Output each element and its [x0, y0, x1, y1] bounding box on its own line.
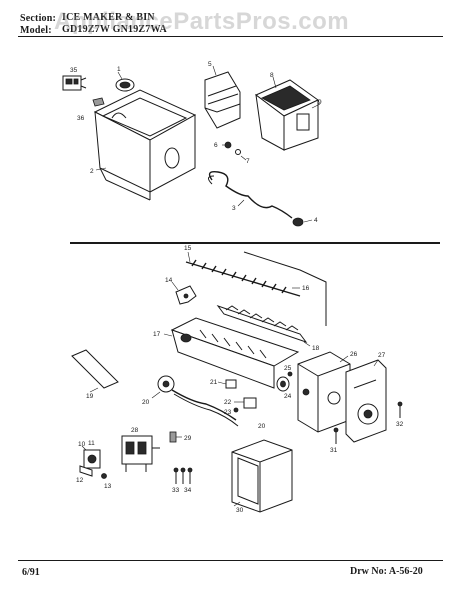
callout-3: 3	[232, 205, 236, 212]
callout-5: 5	[208, 61, 212, 68]
callout-12: 12	[76, 477, 84, 484]
callout-11: 11	[88, 440, 95, 447]
callout-28: 28	[131, 427, 139, 434]
part-28-water-valve	[121, 435, 160, 472]
callout-29: 29	[184, 435, 192, 442]
part-6-screw	[222, 141, 232, 149]
callout-36: 36	[77, 115, 85, 122]
callout-25: 25	[284, 365, 292, 372]
callout-2: 2	[90, 168, 94, 175]
part-23-screw	[233, 407, 239, 413]
callout-18: 18	[312, 345, 320, 352]
callout-33: 33	[172, 487, 180, 494]
part-5-chute-cover	[204, 65, 241, 129]
part-22-clip	[234, 397, 257, 409]
callout-20a: 20	[142, 399, 150, 406]
callout-35: 35	[70, 67, 78, 74]
callout-1: 1	[117, 66, 121, 73]
callout-27: 27	[378, 352, 386, 359]
part-21-thermostat	[217, 379, 237, 389]
part-30-cover	[231, 439, 293, 513]
part-26-motor-housing	[297, 351, 351, 433]
callout-8: 8	[270, 72, 274, 79]
part-11-coil	[81, 445, 101, 469]
model-numbers: GD19Z7W GN19Z7WA	[62, 24, 167, 35]
part-16-rod	[243, 251, 327, 326]
callout-31: 31	[330, 447, 338, 454]
callout-23: 23	[224, 409, 232, 416]
callout-32: 32	[396, 421, 404, 428]
callout-16: 16	[302, 285, 310, 292]
callout-10: 10	[78, 441, 86, 448]
part-7-washer	[235, 149, 247, 161]
part-2-ice-bin	[93, 89, 197, 201]
part-9-duct-end	[283, 99, 321, 151]
part-17-ice-mold	[163, 317, 300, 389]
part-13-screw	[101, 473, 107, 479]
part-32-screw	[397, 401, 403, 418]
callout-6: 6	[214, 142, 218, 149]
callout-19: 19	[86, 393, 94, 400]
callout-9: 9	[318, 99, 322, 106]
callout-17: 17	[153, 331, 161, 338]
part-36-clip	[92, 97, 105, 107]
section-label: Section:	[20, 13, 57, 24]
drawing-number: Drw No: A-56-20	[350, 566, 423, 577]
section-divider	[70, 242, 440, 244]
part-29-fitting	[169, 431, 182, 443]
part-20-heater	[151, 375, 239, 427]
callout-34: 34	[184, 487, 192, 494]
section-title: ICE MAKER & BIN	[62, 12, 155, 23]
callout-22: 22	[224, 399, 232, 406]
callout-4: 4	[314, 217, 318, 224]
revision-date: 6/91	[22, 567, 40, 578]
part-31-screw	[333, 427, 339, 444]
part-14-bracket	[171, 281, 197, 305]
callout-24: 24	[284, 393, 292, 400]
callout-26: 26	[350, 351, 358, 358]
part-1-gear	[115, 71, 135, 92]
callout-7: 7	[246, 158, 250, 165]
footer-rule	[18, 560, 443, 561]
callout-20b: 20	[258, 423, 266, 430]
part-4-fitting	[292, 217, 313, 227]
part-33-34-screws	[173, 467, 193, 484]
part-3-water-tube	[208, 170, 293, 219]
part-27-control-plate	[345, 359, 387, 443]
part-15-ejector	[185, 251, 301, 297]
callout-15: 15	[184, 245, 192, 252]
part-19-fill-cup	[71, 349, 119, 393]
callout-30: 30	[236, 507, 244, 514]
callout-21: 21	[210, 379, 218, 386]
part-24-gear	[276, 376, 290, 392]
part-25-screw	[287, 371, 293, 377]
header-rule	[18, 36, 443, 37]
part-35-switch	[62, 75, 87, 91]
watermark: AppliancePartsPros.com	[54, 8, 350, 35]
part-12-bracket	[79, 465, 93, 477]
part-18-stripper	[216, 305, 311, 347]
model-label: Model:	[20, 25, 52, 36]
callout-14: 14	[165, 277, 173, 284]
callout-13: 13	[104, 483, 112, 490]
